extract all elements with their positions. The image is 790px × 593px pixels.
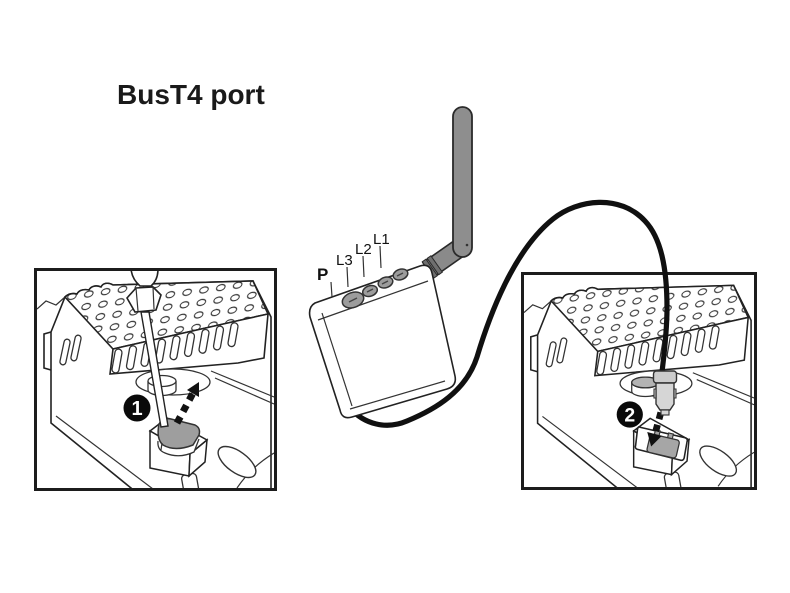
step-2-number: 2 bbox=[624, 404, 635, 426]
label-p: P bbox=[317, 265, 328, 284]
page-title: BusT4 port bbox=[117, 79, 265, 110]
gateway-left-edge-line bbox=[321, 312, 353, 407]
label-l2: L2 bbox=[355, 241, 372, 258]
label-l3: L3 bbox=[336, 252, 353, 269]
gateway-labels: P L3 L2 L1 bbox=[317, 231, 390, 298]
label-l1: L1 bbox=[373, 231, 390, 248]
bust4-cable bbox=[347, 199, 670, 428]
screwdriver bbox=[126, 271, 169, 428]
step-1-number: 1 bbox=[131, 398, 142, 420]
bust4-port-cover bbox=[157, 417, 201, 457]
screwdriver-shaft bbox=[140, 311, 169, 428]
gateway-bottom-edge-line bbox=[349, 380, 446, 410]
step1-panel: 1 bbox=[37, 271, 274, 488]
screwdriver-handle bbox=[130, 271, 159, 287]
arrow-down-icon bbox=[647, 411, 665, 447]
step-1-badge: 1 bbox=[123, 394, 151, 422]
step2-panel: 2 bbox=[524, 284, 754, 487]
arrow-up-icon bbox=[173, 382, 199, 425]
gateway-device: P L3 L2 L1 bbox=[308, 106, 473, 419]
cable-connector bbox=[652, 370, 678, 416]
gateway-buttons bbox=[341, 268, 409, 309]
step-2-badge: 2 bbox=[616, 401, 643, 428]
gateway-top-band-line bbox=[317, 280, 429, 321]
antenna bbox=[452, 106, 473, 258]
